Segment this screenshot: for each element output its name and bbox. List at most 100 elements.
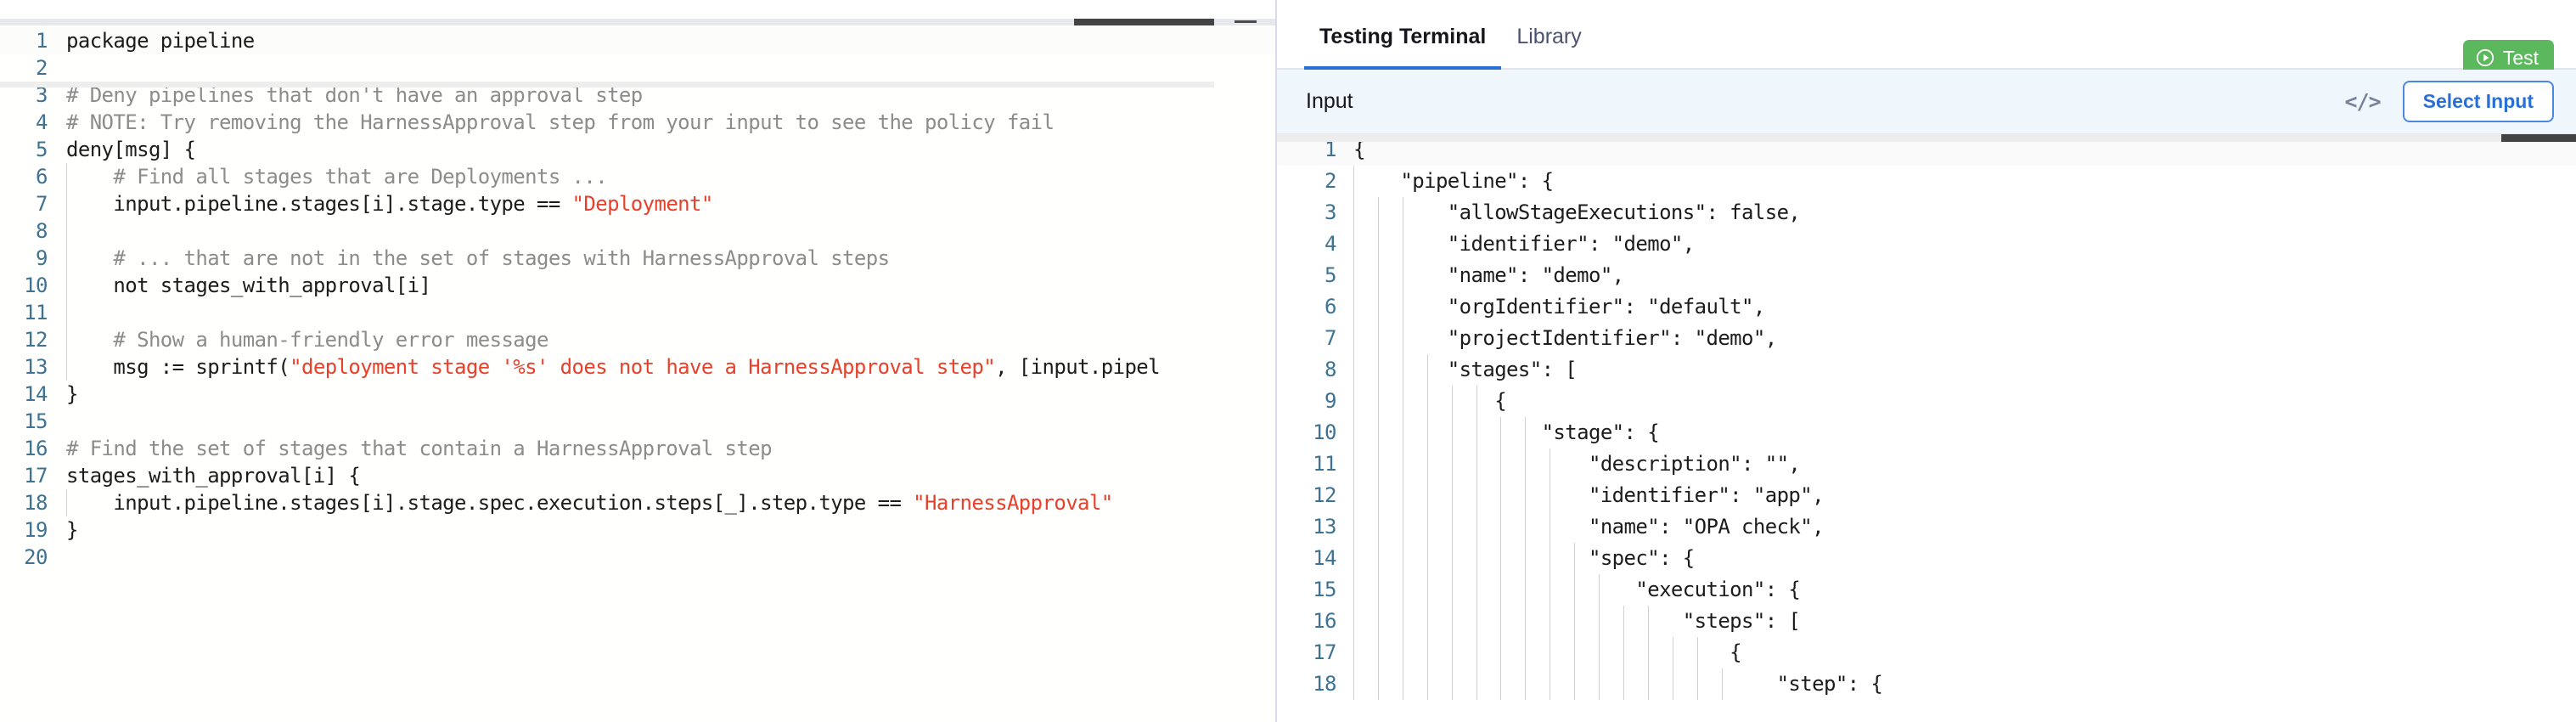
code-line-text: } xyxy=(66,516,1275,544)
json-line-number: 3 xyxy=(1325,200,1336,224)
json-line-text: "orgIdentifier": "default", xyxy=(1353,295,1766,319)
json-line-text: { xyxy=(1353,138,1365,161)
line-number: 16 xyxy=(24,437,48,460)
json-line: 5 "name": "demo", xyxy=(1277,260,2576,291)
code-line-text: not stages_with_approval[i] xyxy=(66,272,1275,299)
code-line: 16 # Find the set of stages that contain … xyxy=(0,435,1275,462)
line-number: 4 xyxy=(36,110,48,134)
editor-horizontal-scrollbar[interactable] xyxy=(0,19,1275,25)
line-number: 12 xyxy=(24,328,48,352)
code-token-plain: , [input.pipel xyxy=(995,355,1160,379)
json-line: 9 { xyxy=(1277,386,2576,417)
input-json-area[interactable]: 1{2 "pipeline": {3 "allowStageExecutions… xyxy=(1277,134,2576,722)
code-line-text: input.pipeline.stages[i].stage.type == "… xyxy=(66,190,1275,217)
code-token-plain: } xyxy=(66,518,78,542)
json-line: 15 "execution": { xyxy=(1277,574,2576,606)
json-line-number: 16 xyxy=(1313,609,1336,633)
code-token-comment: # Find all stages that are Deployments .… xyxy=(66,165,608,189)
code-line: 11 xyxy=(0,299,1275,326)
code-token-plain: stages_with_approval[i] { xyxy=(66,464,361,488)
editor-secondary-scroll-track[interactable] xyxy=(0,82,1214,87)
line-number: 11 xyxy=(24,301,48,324)
code-brackets-icon[interactable]: </> xyxy=(2344,89,2381,114)
json-line: 18 "step": { xyxy=(1277,668,2576,700)
json-line-text: "steps": [ xyxy=(1353,609,1801,633)
line-number: 18 xyxy=(24,491,48,515)
json-line-number: 17 xyxy=(1313,640,1336,664)
json-line-number: 2 xyxy=(1325,169,1336,193)
json-line-text: "pipeline": { xyxy=(1353,169,1554,193)
json-line-number: 9 xyxy=(1325,389,1336,413)
terminal-tabbar: Testing Terminal Library Test xyxy=(1277,0,2576,76)
json-line-number: 11 xyxy=(1313,452,1336,476)
code-token-string: "deployment stage '%s' does not have a H… xyxy=(290,355,996,379)
code-line-text: # Find the set of stages that contain a … xyxy=(66,435,1275,462)
play-circle-icon xyxy=(2475,48,2495,68)
code-line: 4 # NOTE: Try removing the HarnessApprova… xyxy=(0,109,1275,136)
json-line: 16 "steps": [ xyxy=(1277,606,2576,637)
code-line: 6 # Find all stages that are Deployments… xyxy=(0,163,1275,190)
json-line-number: 18 xyxy=(1313,672,1336,696)
editor-scroll-thumb[interactable] xyxy=(1074,19,1214,25)
code-token-plain: not stages_with_approval[i] xyxy=(66,274,431,297)
code-line: 14} xyxy=(0,381,1275,408)
code-line: 19} xyxy=(0,516,1275,544)
tab-testing-terminal-label: Testing Terminal xyxy=(1319,25,1487,48)
json-line: 8 "stages": [ xyxy=(1277,354,2576,386)
json-line-number: 10 xyxy=(1313,420,1336,444)
json-line: 6 "orgIdentifier": "default", xyxy=(1277,291,2576,323)
json-line: 7 "projectIdentifier": "demo", xyxy=(1277,323,2576,354)
select-input-button[interactable]: Select Input xyxy=(2402,81,2554,122)
json-line: 3 "allowStageExecutions": false, xyxy=(1277,197,2576,228)
json-line-text: "identifier": "app", xyxy=(1353,483,1825,507)
json-line-number: 14 xyxy=(1313,546,1336,570)
json-line: 17 { xyxy=(1277,637,2576,668)
code-token-plain: input.pipeline.stages[i].stage.spec.exec… xyxy=(66,491,914,515)
json-line-text: "projectIdentifier": "demo", xyxy=(1353,326,1777,350)
json-horizontal-scrollbar[interactable] xyxy=(1277,134,2576,142)
tab-library[interactable]: Library xyxy=(1501,0,1596,69)
code-line-text: deny[msg] { xyxy=(66,136,1275,163)
json-line: 12 "identifier": "app", xyxy=(1277,480,2576,511)
code-token-plain: input.pipeline.stages[i].stage.type == xyxy=(66,192,572,216)
code-line-text: input.pipeline.stages[i].stage.spec.exec… xyxy=(66,489,1275,516)
json-line-text: "spec": { xyxy=(1353,546,1695,570)
testing-terminal-pane: Testing Terminal Library Test Input </> … xyxy=(1275,0,2576,722)
json-line-text: "allowStageExecutions": false, xyxy=(1353,200,1801,224)
code-token-string: "HarnessApproval" xyxy=(913,491,1113,515)
json-line: 2 "pipeline": { xyxy=(1277,166,2576,197)
code-line: 10 not stages_with_approval[i] xyxy=(0,272,1275,299)
code-line-text: } xyxy=(66,381,1275,408)
code-token-plain: deny[msg] { xyxy=(66,138,196,161)
line-number: 20 xyxy=(24,545,48,569)
line-number: 2 xyxy=(36,56,48,80)
line-number: 15 xyxy=(24,409,48,433)
json-line-number: 13 xyxy=(1313,515,1336,539)
line-number: 9 xyxy=(36,246,48,270)
code-line-text: # NOTE: Try removing the HarnessApproval… xyxy=(66,109,1275,136)
line-number: 19 xyxy=(24,518,48,542)
json-line-text: "stage": { xyxy=(1353,420,1660,444)
line-number: 14 xyxy=(24,382,48,406)
json-line-number: 15 xyxy=(1313,578,1336,601)
json-line: 4 "identifier": "demo", xyxy=(1277,228,2576,260)
minimize-icon[interactable] xyxy=(1235,20,1257,23)
json-line-text: "step": { xyxy=(1353,672,1883,696)
line-number: 17 xyxy=(24,464,48,488)
json-line-text: "description": "", xyxy=(1353,452,1801,476)
input-actions: </> Select Input xyxy=(2344,70,2554,133)
line-number: 10 xyxy=(24,274,48,297)
editor-topbar xyxy=(0,0,1275,19)
code-line-text: msg := sprintf("deployment stage '%s' do… xyxy=(66,353,1275,381)
tab-library-label: Library xyxy=(1516,25,1582,48)
code-token-plain: } xyxy=(66,382,78,406)
json-scroll-thumb[interactable] xyxy=(2501,134,2576,142)
tab-testing-terminal[interactable]: Testing Terminal xyxy=(1304,0,1502,71)
json-line: 13 "name": "OPA check", xyxy=(1277,511,2576,543)
line-number: 1 xyxy=(36,29,48,53)
line-number: 13 xyxy=(24,355,48,379)
json-line-text: { xyxy=(1353,640,1742,664)
